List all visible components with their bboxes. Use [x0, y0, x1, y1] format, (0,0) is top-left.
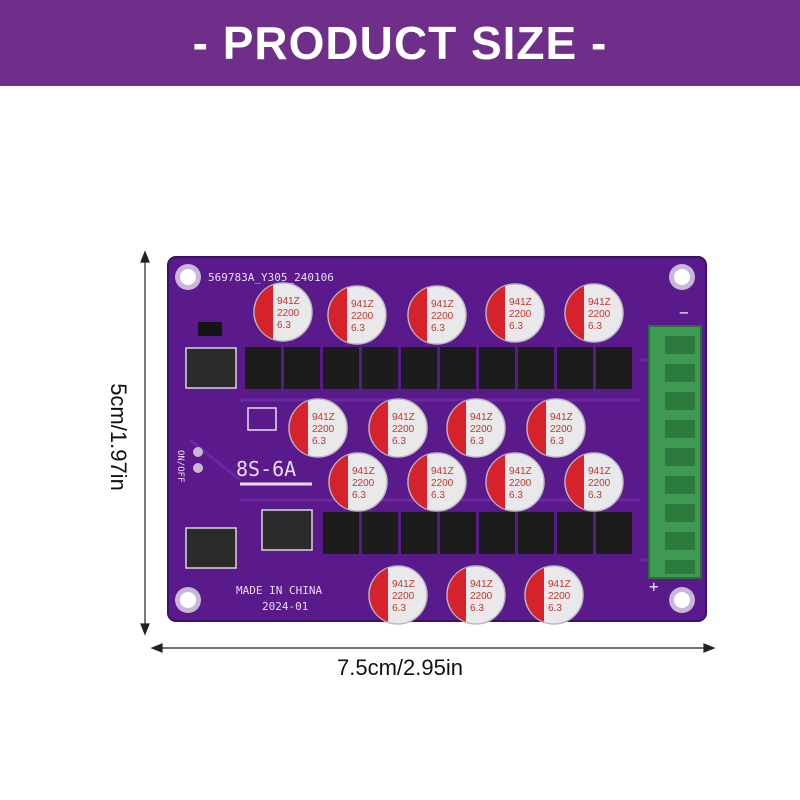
height-dimension-label: 5cm/1.97in — [106, 383, 131, 491]
height-dimension-line — [140, 250, 150, 636]
pcb-origin-label: MADE IN CHINA — [236, 584, 322, 597]
capacitor-marking: 6.3 — [431, 323, 445, 334]
capacitor-marking: 2200 — [509, 309, 532, 320]
capacitor-marking: 941Z — [392, 579, 415, 590]
terminal-block — [648, 325, 702, 579]
capacitor-marking: 6.3 — [470, 603, 484, 614]
capacitor-marking: 941Z — [351, 299, 374, 310]
capacitor-marking: 2200 — [392, 424, 415, 435]
capacitor-marking: 6.3 — [312, 436, 326, 447]
capacitor-marking: 6.3 — [588, 490, 602, 501]
capacitor-marking: 941Z — [588, 466, 611, 477]
pcb-model-label: 8S-6A — [236, 457, 296, 481]
capacitor-marking: 6.3 — [588, 321, 602, 332]
title-banner: - PRODUCT SIZE - — [0, 0, 800, 86]
capacitor-marking: 941Z — [431, 466, 454, 477]
capacitor-marking: 2200 — [312, 424, 335, 435]
width-dimension-line — [150, 643, 716, 653]
capacitor-marking: 6.3 — [509, 321, 523, 332]
capacitor-marking: 941Z — [509, 297, 532, 308]
mounting-holes — [175, 264, 695, 613]
terminal-plus-label: + — [649, 577, 659, 596]
capacitor-marking: 6.3 — [509, 490, 523, 501]
capacitor-marking: 6.3 — [392, 603, 406, 614]
capacitor-marking: 2200 — [550, 424, 573, 435]
pcb-part-code: 569783A_Y305_240106 — [208, 271, 334, 284]
capacitor-marking: 2200 — [470, 424, 493, 435]
capacitor-marking: 6.3 — [550, 436, 564, 447]
mosfet-row-bottom — [323, 512, 632, 554]
ic-chip — [185, 322, 313, 569]
capacitor-marking: 2200 — [431, 478, 454, 489]
capacitor-marking: 6.3 — [470, 436, 484, 447]
width-dimension-label: 7.5cm/2.95in — [337, 655, 463, 680]
pcb-date-label: 2024-01 — [262, 600, 308, 613]
pcb-switch-label: ON/OFF — [175, 450, 185, 483]
capacitor-marking: 2200 — [431, 311, 454, 322]
capacitor-marking: 941Z — [470, 412, 493, 423]
capacitor-marking: 6.3 — [548, 603, 562, 614]
capacitor-marking: 2200 — [588, 309, 611, 320]
capacitor-marking: 2200 — [351, 311, 374, 322]
capacitor-marking: 2200 — [470, 591, 493, 602]
terminal-minus-label: − — [679, 303, 689, 322]
capacitor-marking: 941Z — [352, 466, 375, 477]
capacitor-marking: 2200 — [588, 478, 611, 489]
capacitor-marking: 941Z — [548, 579, 571, 590]
capacitor-marking: 6.3 — [352, 490, 366, 501]
capacitor-marking: 941Z — [312, 412, 335, 423]
capacitor-marking: 2200 — [548, 591, 571, 602]
capacitor-marking: 6.3 — [277, 320, 291, 331]
capacitor-marking: 2200 — [509, 478, 532, 489]
capacitor-marking: 2200 — [277, 308, 300, 319]
capacitor-marking: 941Z — [431, 299, 454, 310]
capacitor-marking: 2200 — [392, 591, 415, 602]
mosfet-row-top — [245, 347, 632, 389]
capacitor-marking: 941Z — [509, 466, 532, 477]
banner-title: - PRODUCT SIZE - — [192, 17, 608, 69]
capacitor-marking: 941Z — [277, 296, 300, 307]
capacitor-marking: 941Z — [550, 412, 573, 423]
capacitor-marking: 6.3 — [351, 323, 365, 334]
capacitor-marking: 6.3 — [431, 490, 445, 501]
capacitor-marking: 6.3 — [392, 436, 406, 447]
capacitor-marking: 941Z — [470, 579, 493, 590]
capacitor-marking: 941Z — [588, 297, 611, 308]
capacitor-marking: 2200 — [352, 478, 375, 489]
capacitor-marking: 941Z — [392, 412, 415, 423]
